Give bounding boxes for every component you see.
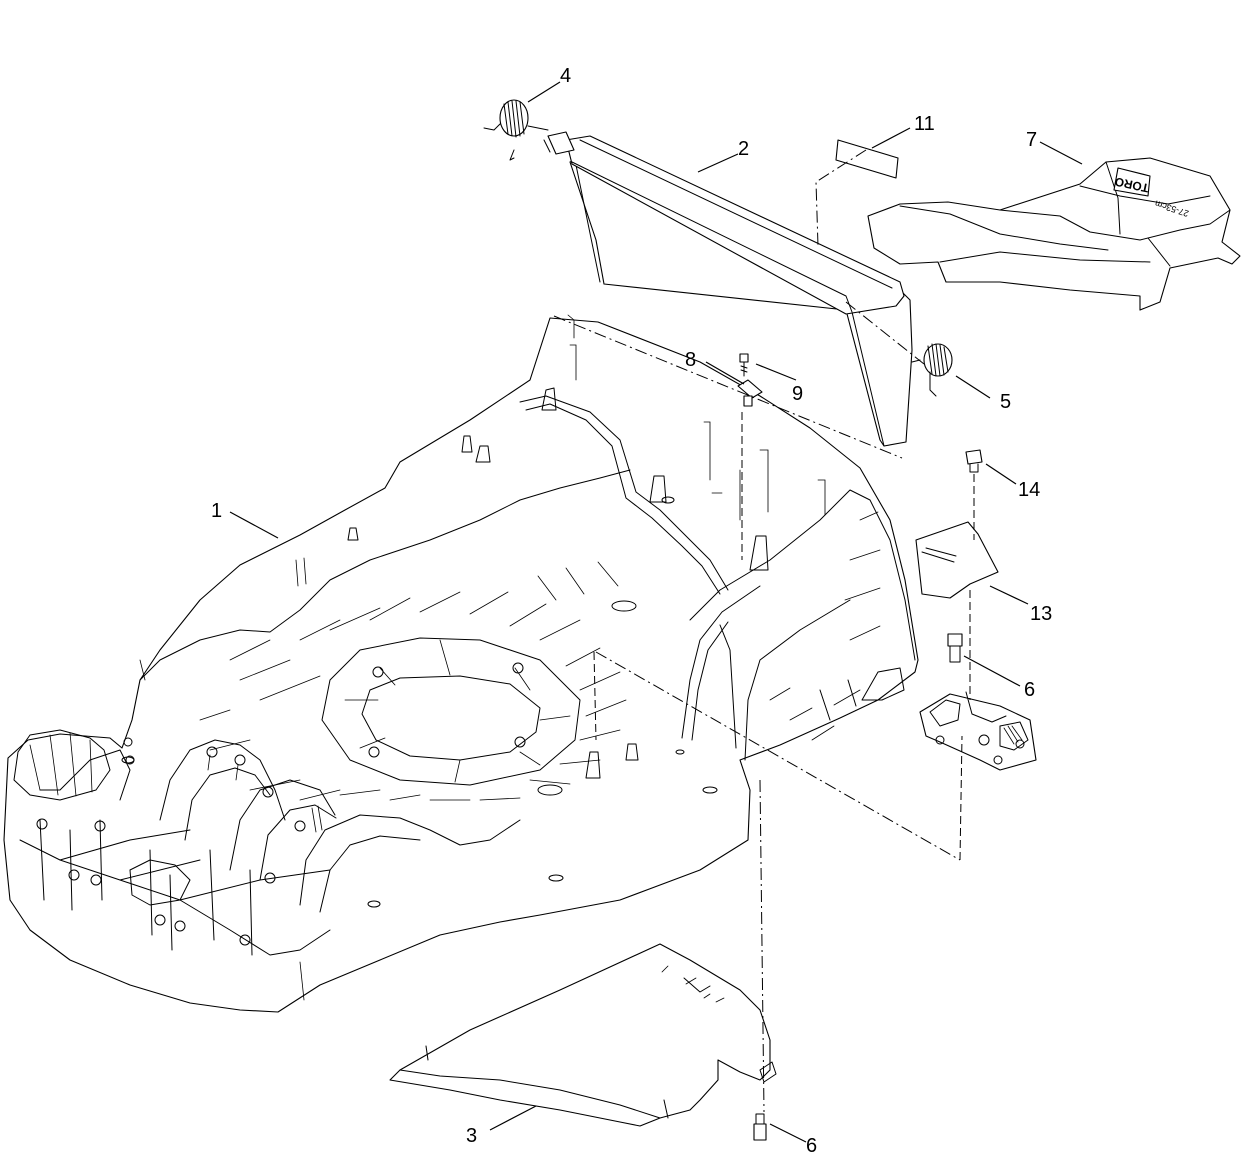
torsion-spring-right <box>911 343 953 397</box>
callout-11: 11 <box>914 113 935 135</box>
callout-9: 9 <box>792 383 803 405</box>
callout-14: 14 <box>1018 479 1040 501</box>
callout-leaders <box>229 81 1083 1143</box>
baffle-plate <box>389 943 777 1127</box>
callout-3: 3 <box>466 1125 477 1147</box>
screw-and-clip <box>737 353 763 407</box>
callout-4: 4 <box>560 65 571 87</box>
bolt-top <box>965 449 983 473</box>
callout-1: 1 <box>211 500 222 522</box>
callout-7: 7 <box>1026 129 1037 151</box>
callout-13: 13 <box>1030 603 1052 625</box>
rear-flap <box>543 131 913 447</box>
torsion-spring-left <box>483 99 549 161</box>
switch-bracket <box>919 691 1037 771</box>
assembly-lines <box>553 149 975 1113</box>
callout-5: 5 <box>1000 391 1011 413</box>
decal <box>835 139 899 179</box>
cover-plate <box>915 521 999 599</box>
rear-guard: TORO 27-53cm <box>867 157 1241 311</box>
callout-6-upper: 6 <box>1024 679 1035 701</box>
callout-2: 2 <box>738 138 749 160</box>
bolt-upper <box>947 633 963 663</box>
bolt-lower <box>753 1113 767 1141</box>
callout-labels: 1 2 3 4 5 6 6 7 8 9 11 13 14 <box>211 65 1052 1157</box>
callout-8: 8 <box>685 349 696 371</box>
callout-6-lower: 6 <box>806 1135 817 1157</box>
deck-housing <box>3 314 919 1013</box>
